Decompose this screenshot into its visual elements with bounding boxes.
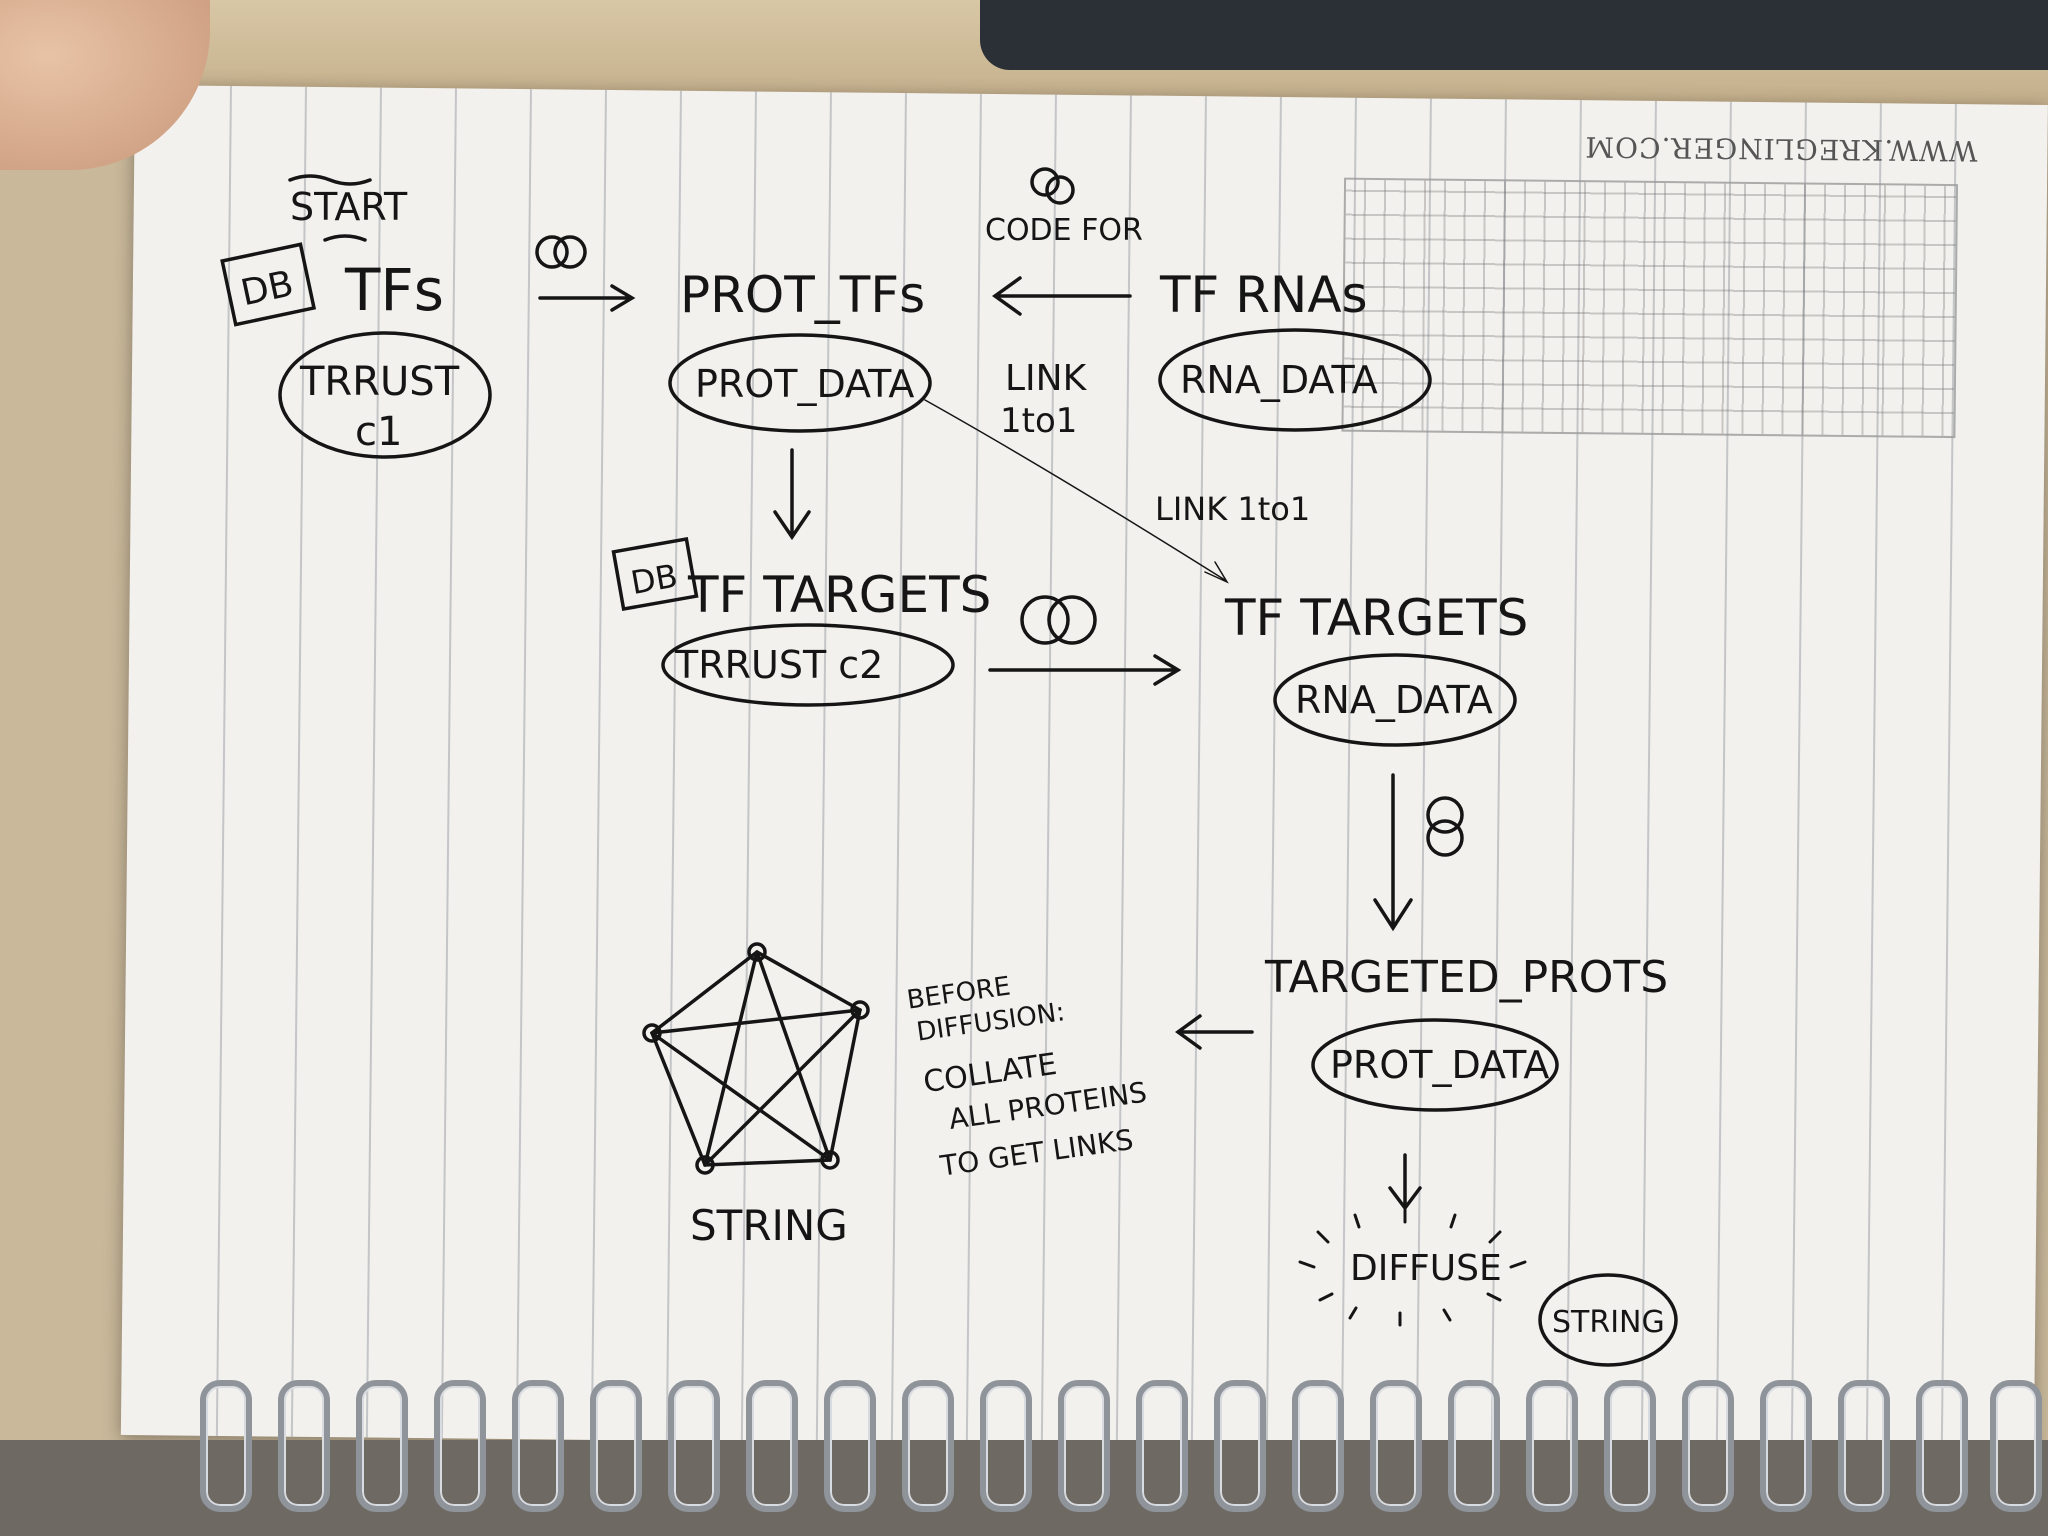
diffuse-burst: [1298, 1208, 1527, 1327]
start-squiggle-2: [323, 234, 367, 242]
node-tfs-ellipse: [278, 331, 492, 459]
node-tfs-source: TRRUST: [299, 359, 460, 405]
db-box-2: [611, 536, 699, 612]
node-tfs-title: TFs: [344, 256, 444, 324]
node-tf-rnas-title: TF RNAs: [1159, 266, 1368, 324]
venn-icon: [535, 235, 569, 269]
db-tag-2: DB: [628, 556, 680, 602]
node-tf-targets-db-ellipse: [661, 623, 955, 707]
node-prot-tfs-title: PROT_TFs: [680, 266, 925, 324]
db-tag-1: DB: [237, 263, 297, 314]
node-prot-tfs-ellipse: [668, 333, 932, 433]
venn-icon: [1020, 595, 1070, 645]
network-node: [820, 1150, 840, 1170]
network-label: STRING: [690, 1201, 848, 1250]
arrow-tfs-to-prot: [538, 284, 636, 312]
node-tf-rnas-source: RNA_DATA: [1180, 358, 1378, 402]
node-prot-tfs-source: PROT_DATA: [695, 362, 914, 406]
node-tf-targets-rna-title: TF TARGETS: [1224, 589, 1528, 647]
edge-link-label: LINK: [1005, 358, 1088, 399]
venn-icon: [1045, 175, 1075, 205]
node-diffuse-title: DIFFUSE: [1350, 1248, 1502, 1289]
start-squiggle: [288, 174, 372, 186]
node-targeted-prots-ellipse: [1311, 1018, 1559, 1112]
venn-icon: [1030, 167, 1060, 197]
venn-icon: [1426, 796, 1464, 834]
edge-link-1to1-diag-label: LINK 1to1: [1155, 490, 1310, 528]
venn-icon: [553, 235, 587, 269]
spiral-binding: [0, 1380, 2048, 1512]
arrow-to-note: [1175, 1014, 1254, 1050]
node-targeted-prots-source: PROT_DATA: [1330, 1043, 1549, 1087]
edge-code-for-label: CODE FOR: [985, 213, 1143, 248]
arrow-to-diffuse: [1388, 1153, 1422, 1211]
node-diffuse-source: STRING: [1552, 1305, 1665, 1340]
keyboard: [980, 0, 2048, 70]
string-network: [642, 942, 870, 1175]
venn-icon: [1426, 819, 1464, 857]
node-tf-targets-db-title: TF TARGETS: [687, 566, 991, 624]
arrow-link-diagonal: [924, 399, 1229, 584]
node-targeted-prots-title: TARGETED_PROTS: [1264, 952, 1668, 1003]
desk-shadow: [0, 1440, 2048, 1536]
node-tf-rnas-ellipse: [1158, 328, 1432, 432]
node-tf-targets-rna-source: RNA_DATA: [1295, 678, 1493, 722]
arrow-targets-down: [1373, 773, 1413, 932]
start-label: START: [290, 185, 408, 229]
venn-icon: [1047, 595, 1097, 645]
node-tf-targets-rna-ellipse: [1273, 653, 1517, 747]
node-tf-targets-db-source: TRRUST c2: [674, 643, 883, 687]
arrow-prot-down: [773, 448, 811, 541]
arrow-rna-to-prot: [992, 276, 1132, 316]
arrow-targets-right: [988, 654, 1182, 686]
network-node: [747, 942, 767, 962]
network-node: [850, 1000, 870, 1020]
network-node: [695, 1155, 715, 1175]
network-node: [642, 1023, 662, 1043]
node-diffuse-ellipse: [1538, 1273, 1678, 1367]
db-box-1: [220, 242, 317, 327]
edge-1to1-label: 1to1: [1000, 401, 1077, 441]
node-tfs-source-sub: c1: [355, 409, 402, 455]
